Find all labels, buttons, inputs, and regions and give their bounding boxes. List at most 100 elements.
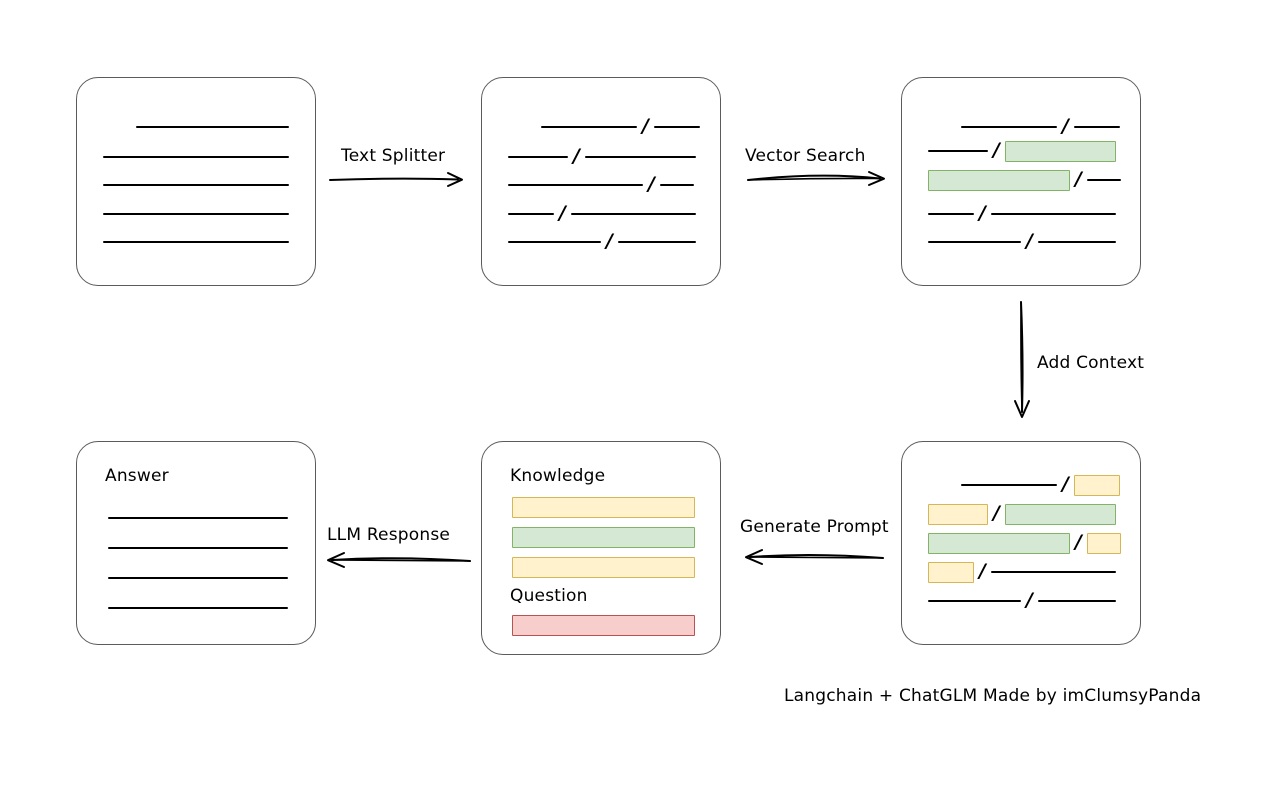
text-stroke [570,212,696,216]
edge-label-llm-response: LLM Response [327,525,451,545]
text-line [108,537,288,559]
text-stroke [584,155,696,159]
match-highlight-green[interactable] [1004,503,1116,525]
text-stroke [508,183,643,187]
text-line: / [961,474,1120,496]
separator-slash: / [1026,229,1033,252]
text-stroke [928,599,1021,603]
context-highlight-yellow[interactable] [928,561,974,583]
separator-slash: / [606,229,613,252]
separator-slash: / [979,559,986,582]
text-line: / [928,503,1116,525]
text-line [103,231,289,253]
question-bar-red[interactable] [512,615,695,636]
match-highlight-green[interactable] [928,532,1070,554]
text-line: / [508,203,696,225]
text-line: / [928,532,1121,554]
text-stroke [108,606,288,610]
footer-credit: Langchain + ChatGLM Made by imClumsyPand… [784,686,1202,706]
text-line: / [928,231,1116,253]
node-matched-document[interactable]: / / / / / [901,77,1141,286]
text-stroke [508,155,568,159]
text-line [103,203,289,225]
separator-slash: / [1026,588,1033,611]
node-split-document[interactable]: / / / / / [481,77,721,286]
text-line [103,146,289,168]
node-answer[interactable]: Answer [76,441,316,645]
text-stroke [961,483,1057,487]
text-line: / [928,590,1116,612]
answer-label: Answer [105,466,169,486]
edge-label-vector-search: Vector Search [745,146,866,166]
node-context-document[interactable]: / / / / / [901,441,1141,645]
node-source-document[interactable] [76,77,316,286]
text-stroke [103,183,289,187]
question-label: Question [510,586,588,606]
arrow-text-splitter [329,172,463,187]
match-highlight-green[interactable] [928,169,1070,191]
separator-slash: / [642,114,649,137]
edge-label-add-context: Add Context [1037,353,1145,373]
separator-slash: / [1062,114,1069,137]
text-stroke [928,149,988,153]
separator-slash: / [1075,530,1082,553]
text-stroke [1073,125,1120,129]
text-stroke [103,155,289,159]
text-stroke [1086,178,1121,182]
text-line [108,597,288,619]
separator-slash: / [979,201,986,224]
text-stroke [990,212,1116,216]
text-stroke [1037,599,1116,603]
text-stroke [928,212,974,216]
text-stroke [928,240,1021,244]
text-line: / [928,561,1116,583]
text-stroke [508,240,601,244]
arrow-add-context [1014,301,1030,418]
text-line: / [928,140,1116,162]
knowledge-bar-green[interactable] [512,527,695,548]
arrow-vector-search [747,171,885,186]
edge-label-text-splitter: Text Splitter [341,146,446,166]
text-line [108,567,288,589]
text-stroke [961,125,1057,129]
text-line: / [928,169,1121,191]
match-highlight-green[interactable] [1004,140,1116,162]
text-line [103,174,289,196]
edge-label-generate-prompt: Generate Prompt [740,517,889,537]
context-highlight-yellow[interactable] [1073,474,1120,496]
text-stroke [103,212,289,216]
separator-slash: / [573,144,580,167]
separator-slash: / [559,201,566,224]
text-stroke [541,125,637,129]
separator-slash: / [993,501,1000,524]
text-stroke [990,570,1116,574]
text-stroke [103,240,289,244]
knowledge-bar-yellow[interactable] [512,497,695,518]
knowledge-label: Knowledge [510,466,606,486]
text-stroke [108,546,288,550]
text-line: / [508,174,694,196]
text-line: / [508,231,696,253]
text-stroke [136,125,289,129]
arrow-generate-prompt [745,549,884,565]
text-stroke [108,516,288,520]
text-stroke [659,183,694,187]
node-prompt[interactable]: Knowledge Question [481,441,721,655]
text-stroke [617,240,696,244]
text-line: / [508,146,696,168]
arrow-llm-response [327,552,471,568]
text-line: / [541,116,700,138]
knowledge-bar-yellow[interactable] [512,557,695,578]
text-line [136,116,289,138]
text-stroke [108,576,288,580]
separator-slash: / [648,172,655,195]
text-line [108,507,288,529]
context-highlight-yellow[interactable] [928,503,988,525]
text-stroke [653,125,700,129]
text-line: / [961,116,1120,138]
text-stroke [508,212,554,216]
text-line: / [928,203,1116,225]
context-highlight-yellow[interactable] [1086,532,1121,554]
separator-slash: / [1075,167,1082,190]
